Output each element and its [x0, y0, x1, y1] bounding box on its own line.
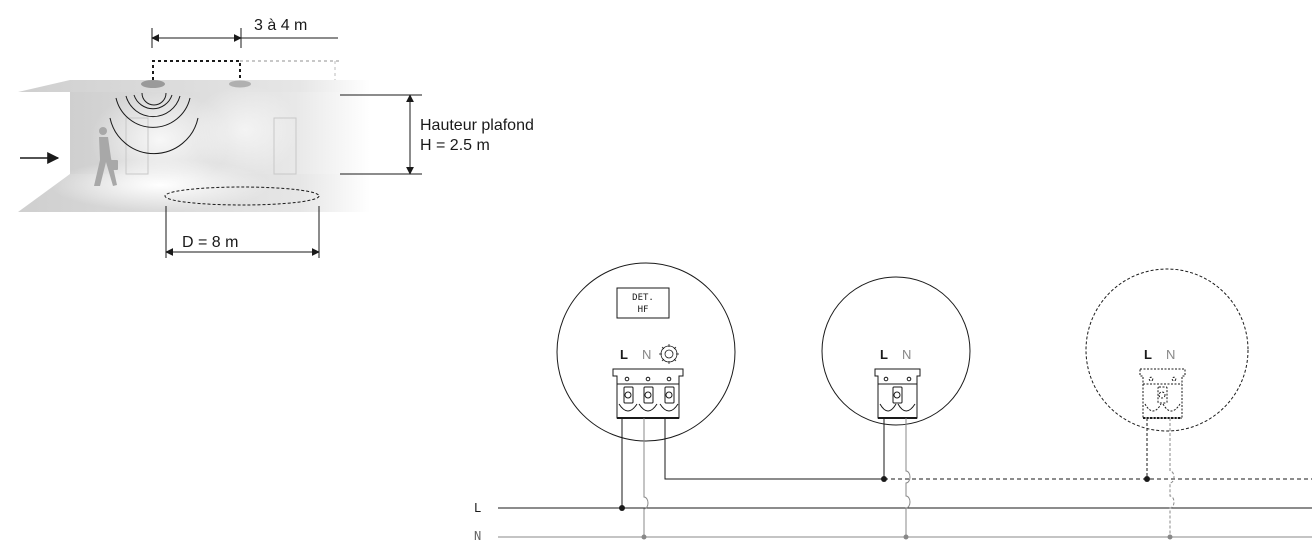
junction-dot	[1167, 534, 1173, 540]
luminaire-outline	[821, 276, 971, 426]
wiring-section: DET. HF L N	[474, 262, 1312, 540]
bus-label-n: N	[474, 529, 481, 540]
luminaire-with-detector: DET. HF L N	[556, 262, 736, 442]
light-link-cable	[152, 60, 241, 80]
detector-box-line1: DET.	[632, 293, 654, 303]
ceiling-light-icon	[229, 80, 251, 88]
bus-label-l: L	[474, 501, 481, 515]
terminal-label-l: L	[620, 347, 628, 362]
light-pool	[190, 85, 300, 175]
terminal-block-2way	[874, 368, 921, 419]
door	[273, 117, 297, 175]
walking-person-icon	[94, 127, 118, 186]
ceiling-light-icon	[141, 80, 165, 88]
spacing-dimension	[151, 28, 338, 48]
luminaire-outline	[556, 262, 736, 442]
ceiling-height-label: Hauteur plafond	[420, 117, 534, 134]
detector-box-line2: HF	[638, 305, 649, 315]
detection-diameter-label: D = 8 m	[182, 234, 238, 251]
load-output-icon	[659, 344, 679, 364]
luminaire-slave: L N	[821, 276, 971, 426]
detector-box	[616, 287, 670, 319]
terminal-label-l: L	[1144, 347, 1152, 362]
terminal-label-n: N	[902, 347, 911, 362]
junction-dot	[641, 534, 647, 540]
ceiling-height-dimension	[340, 94, 422, 175]
terminal-label-l: L	[880, 347, 888, 362]
luminaire-outline-dashed	[1085, 268, 1249, 432]
luminaire1-wires	[621, 418, 884, 537]
corridor-illustration: 3 à 4 m Hauteur plafond H = 2.5 m D = 8 …	[18, 17, 534, 258]
terminal-label-n: N	[642, 347, 651, 362]
junction-dot	[619, 505, 625, 511]
terminal-label-n: N	[1166, 347, 1175, 362]
terminal-block-3way	[612, 368, 684, 419]
luminaire2-wires	[883, 418, 911, 537]
luminaire-optional: L N	[1085, 268, 1249, 432]
junction-dot	[903, 534, 909, 540]
corridor-ceiling	[18, 80, 370, 92]
ceiling-height-value: H = 2.5 m	[420, 137, 490, 154]
door	[125, 117, 149, 175]
luminaire3-wires	[1146, 418, 1175, 537]
spacing-label: 3 à 4 m	[254, 17, 307, 34]
detection-area-outline	[164, 186, 320, 206]
junction-dot	[1144, 476, 1150, 482]
detection-diameter-dimension	[165, 206, 320, 258]
detection-waves	[109, 92, 199, 155]
terminal-block-2way-dashed	[1139, 368, 1186, 419]
